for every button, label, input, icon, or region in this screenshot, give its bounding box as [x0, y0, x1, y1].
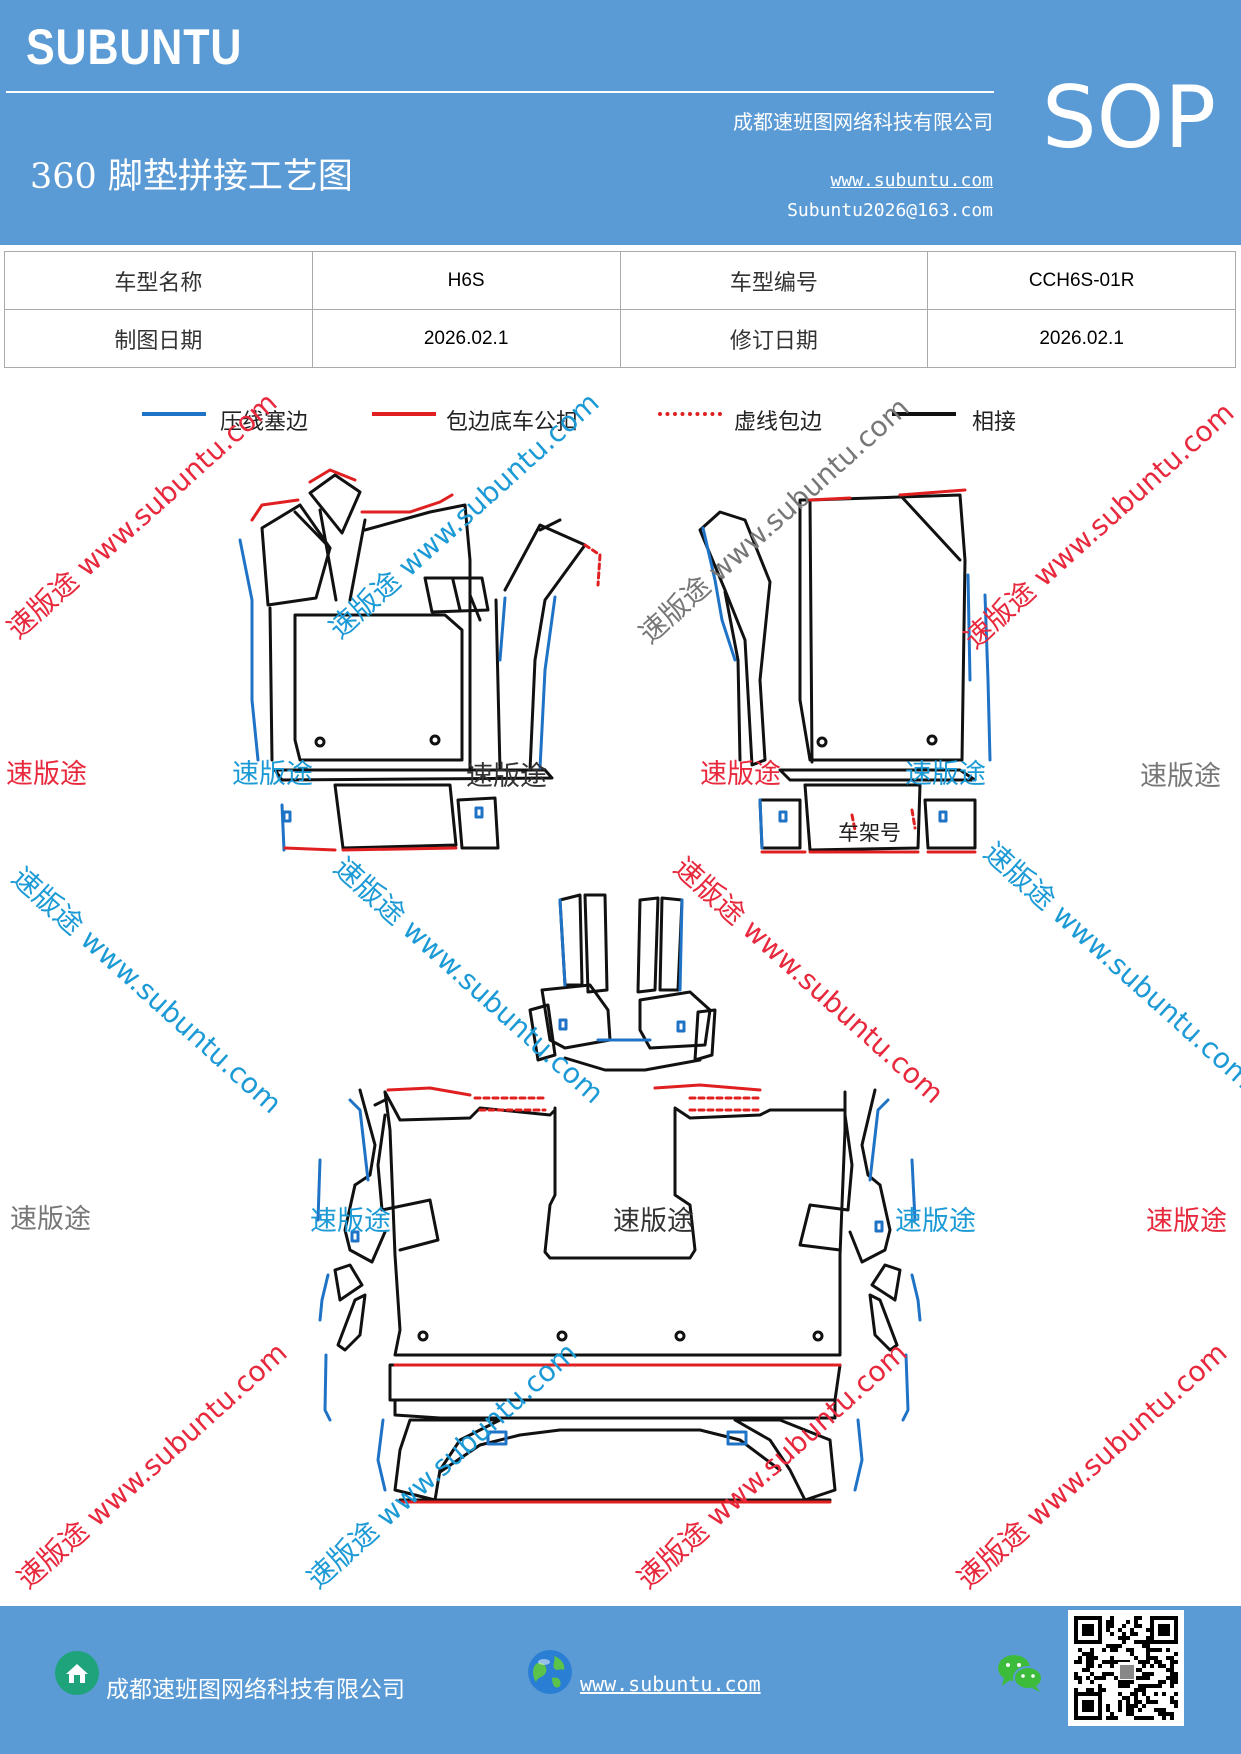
draw-date-label: 制图日期	[4, 309, 313, 368]
page-header: SUBUNTU 360 脚垫拼接工艺图 成都速班图网络科技有限公司 www.su…	[0, 0, 1241, 245]
model-name-value: H6S	[311, 251, 621, 310]
watermark-diagonal: 速版途 www.subuntu.com	[327, 851, 610, 1110]
footer-company: 成都速班图网络科技有限公司	[106, 1677, 405, 1703]
legend-label: 压线塞边	[220, 410, 309, 435]
legend-label: 虚线包边	[734, 410, 823, 435]
table-row: 车型名称 H6S 车型编号 CCH6S-01R	[4, 251, 1236, 310]
header-divider	[6, 91, 994, 93]
brand-logo: SUBUNTU	[26, 19, 243, 75]
watermark-brand: 速版途	[310, 1206, 391, 1237]
driver-front-mat	[238, 468, 602, 852]
watermark-brand: 速版途	[700, 759, 781, 790]
model-code-value: CCH6S-01R	[927, 251, 1236, 310]
model-code-label: 车型编号	[619, 251, 929, 310]
header-company: 成都速班图网络科技有限公司	[733, 110, 993, 134]
sop-badge: SOP	[1042, 68, 1217, 168]
watermark-diagonal: 速版途 www.subuntu.com	[323, 386, 606, 645]
legend-swatch	[372, 412, 436, 416]
watermark-diagonal: 速版途 www.subuntu.com	[958, 396, 1241, 655]
watermark-diagonal: 速版途 www.subuntu.com	[951, 1336, 1234, 1595]
watermark-diagonal: 速版途 www.subuntu.com	[1, 386, 284, 645]
legend-label: 包边底车公扣	[446, 410, 579, 435]
passenger-front-mat	[698, 488, 992, 854]
watermark-diagonal: 速版途 www.subuntu.com	[633, 391, 916, 650]
document-title: 360 脚垫拼接工艺图	[30, 157, 353, 197]
legend-swatch	[892, 412, 956, 416]
revision-date-label: 修订日期	[619, 309, 929, 368]
revision-date-value: 2026.02.1	[927, 309, 1236, 368]
watermark-diagonal: 速版途 www.subuntu.com	[667, 851, 950, 1110]
globe-icon	[528, 1650, 572, 1694]
watermark-diagonal: 速版途 www.subuntu.com	[977, 836, 1241, 1095]
footer-website-link[interactable]: www.subuntu.com	[580, 1672, 761, 1696]
watermark-brand: 速版途	[10, 1204, 91, 1235]
rear-mat	[316, 1038, 922, 1504]
legend-swatch	[658, 412, 722, 416]
watermark-diagonal: 速版途 www.subuntu.com	[631, 1336, 914, 1595]
header-website-link[interactable]: www.subuntu.com	[830, 170, 993, 191]
home-icon	[55, 1651, 99, 1695]
vehicle-info-table: 车型名称 H6S 车型编号 CCH6S-01R 制图日期 2026.02.1 修…	[4, 251, 1236, 368]
legend-label: 相接	[972, 410, 1017, 435]
watermark-brand: 速版途	[905, 759, 986, 790]
watermark-diagonal: 速版途 www.subuntu.com	[11, 1336, 294, 1595]
qr-code[interactable]	[1068, 1610, 1184, 1726]
watermark-brand: 速版途	[895, 1206, 976, 1237]
watermark-brand: 速版途	[1146, 1206, 1227, 1237]
legend-swatch	[142, 412, 206, 416]
frame-number-label: 车架号	[838, 821, 901, 845]
watermark-brand: 速版途	[1140, 761, 1221, 792]
wechat-icon	[998, 1655, 1043, 1692]
draw-date-value: 2026.02.1	[311, 309, 621, 368]
page-footer: 成都速班图网络科技有限公司 www.subuntu.com	[0, 1606, 1241, 1754]
watermark-brand: 速版途	[232, 759, 313, 790]
watermark-diagonal: 速版途 www.subuntu.com	[301, 1336, 584, 1595]
watermark-brand: 速版途	[6, 759, 87, 790]
model-name-label: 车型名称	[4, 251, 313, 310]
watermark-brand: 速版途	[466, 761, 547, 792]
header-email: Subuntu2026@163.com	[787, 200, 993, 221]
table-row: 制图日期 2026.02.1 修订日期 2026.02.1	[4, 309, 1236, 368]
watermark-brand: 速版途	[613, 1206, 694, 1237]
watermark-diagonal: 速版途 www.subuntu.com	[5, 861, 288, 1120]
